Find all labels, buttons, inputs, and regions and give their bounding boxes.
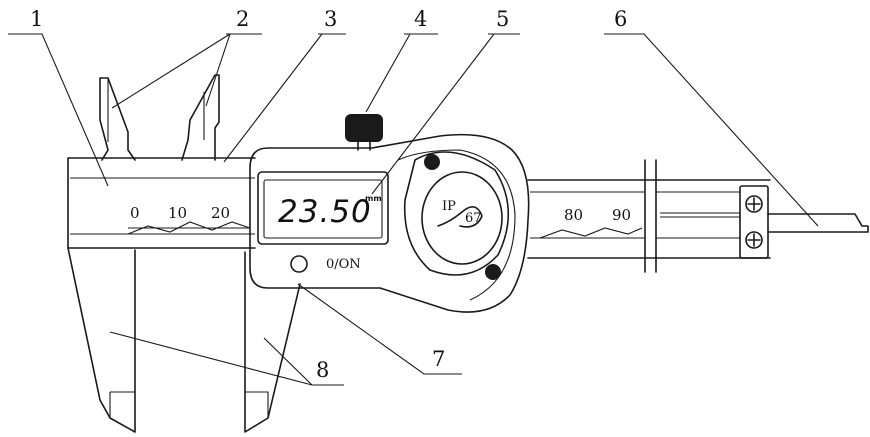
scale-tick-0: 0 bbox=[130, 204, 140, 222]
scale-tick-10: 10 bbox=[168, 204, 187, 222]
ip-prefix: IP bbox=[442, 199, 456, 214]
depth-rod bbox=[767, 213, 869, 233]
zero-on-button[interactable] bbox=[290, 255, 308, 273]
callout-5: 5 bbox=[496, 7, 509, 31]
scale-tick-90: 90 bbox=[612, 206, 631, 224]
lower-jaw-sliding bbox=[244, 251, 301, 433]
zero-on-label: 0/ON bbox=[326, 257, 361, 272]
scale-tick-80: 80 bbox=[564, 206, 583, 224]
cover-screw-bottom-icon bbox=[485, 264, 501, 280]
callout-7: 7 bbox=[432, 347, 445, 371]
callout-leaders bbox=[8, 33, 819, 386]
callout-1: 1 bbox=[30, 7, 43, 31]
slider-housing bbox=[249, 133, 530, 313]
callout-6: 6 bbox=[614, 7, 627, 31]
end-screw-bottom-icon bbox=[745, 231, 763, 249]
callout-8: 8 bbox=[316, 358, 329, 382]
lock-screw[interactable] bbox=[345, 114, 383, 151]
battery-cover: IP 67 bbox=[403, 151, 510, 280]
ip-rating: 67 bbox=[465, 211, 482, 226]
callout-3: 3 bbox=[324, 7, 337, 31]
lower-jaw-fixed bbox=[67, 247, 136, 433]
callout-2: 2 bbox=[236, 7, 249, 31]
ip-rating-icon bbox=[437, 206, 483, 228]
upper-jaw-fixed bbox=[99, 77, 136, 161]
callout-4: 4 bbox=[414, 7, 427, 31]
scale-tick-20: 20 bbox=[211, 204, 230, 222]
upper-jaw-sliding bbox=[181, 74, 220, 161]
lcd-unit: mm bbox=[365, 194, 382, 203]
cover-screw-top-icon bbox=[424, 154, 440, 170]
lcd-reading: 23.50 bbox=[278, 194, 372, 230]
lcd-display: 23.50 mm bbox=[257, 171, 389, 245]
end-screw-top-icon bbox=[745, 195, 763, 213]
main-beam bbox=[67, 157, 771, 273]
